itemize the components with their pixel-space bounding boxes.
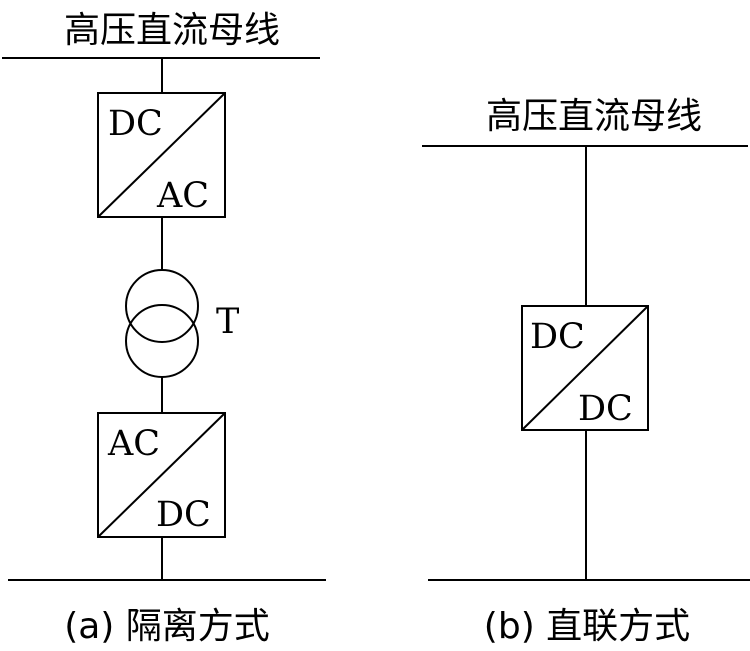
diagram-b: 高压直流母线 DC DC (b) 直联方式 [422, 96, 750, 647]
transformer-coil-upper [125, 269, 199, 343]
hvdc-bus-label-a: 高压直流母线 [64, 10, 280, 51]
converter-diagonal [97, 92, 226, 218]
converter-diagonal [521, 305, 649, 431]
converter-dc-ac: DC AC [97, 92, 226, 218]
converter-ac-dc: AC DC [97, 412, 226, 538]
converter-label-top: DC [530, 317, 585, 357]
converter-dc-dc: DC DC [521, 305, 649, 431]
transformer-label: T [216, 302, 239, 342]
hvdc-bus-label-b: 高压直流母线 [486, 96, 702, 137]
converter-label-bottom: AC [156, 176, 209, 216]
converter-label-top: DC [108, 104, 163, 144]
converter-label-bottom: DC [578, 389, 633, 429]
transformer: T [125, 269, 239, 378]
caption-a: (a) 隔离方式 [64, 606, 270, 647]
diagram-a: 高压直流母线 DC AC T AC DC (a) 隔离方式 [2, 10, 326, 647]
caption-b: (b) 直联方式 [484, 606, 690, 647]
converter-diagonal [97, 412, 226, 538]
converter-label-bottom: DC [156, 495, 211, 535]
converter-label-top: AC [107, 424, 160, 464]
